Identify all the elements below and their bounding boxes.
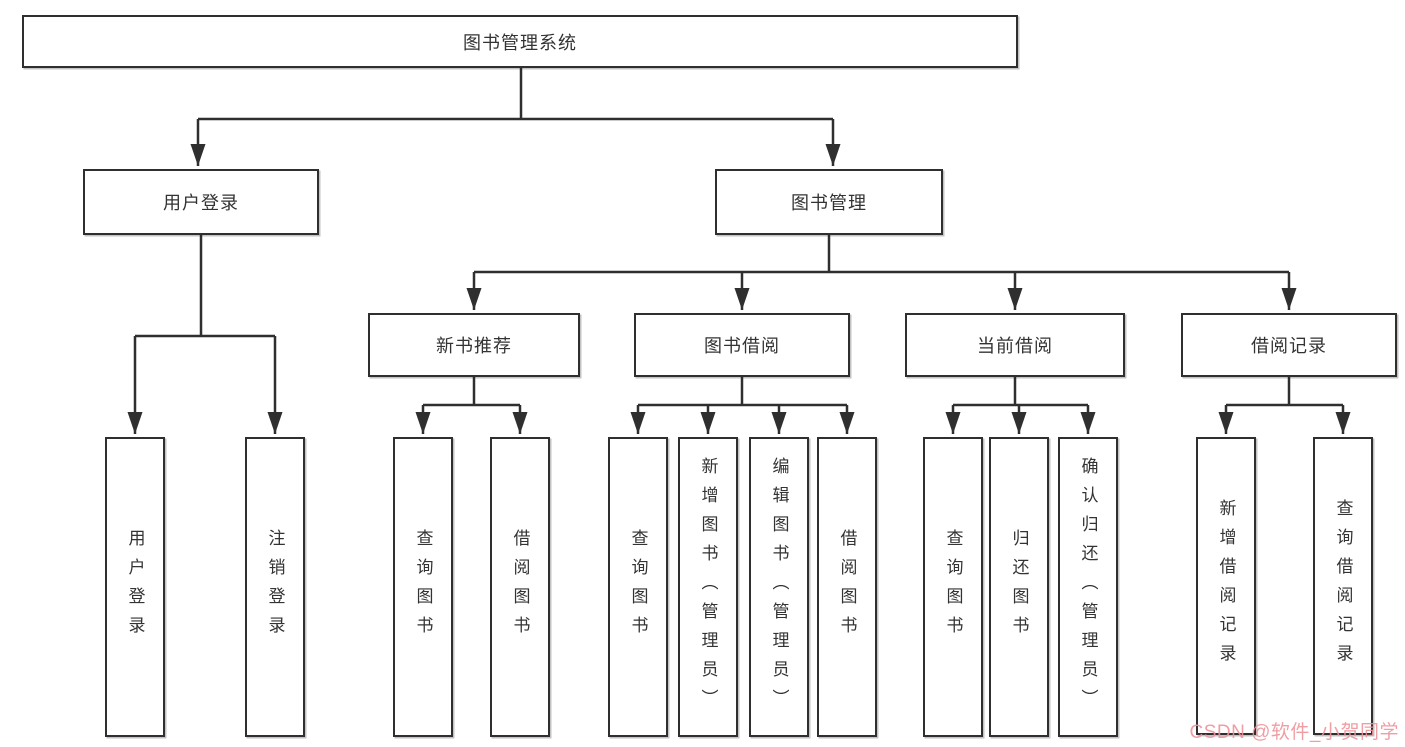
node-book-management: 图书管理 <box>715 169 943 235</box>
csdn-watermark: CSDN @软件_小贺同学 <box>1189 722 1399 743</box>
leaf-user-login: 用户登录 <box>105 437 165 737</box>
leaf-add-book-admin: 新增图书（管理员） <box>678 437 738 737</box>
leaf-query-books-recommend: 查询图书 <box>393 437 453 737</box>
node-user-login: 用户登录 <box>83 169 319 235</box>
leaf-borrow-books: 借阅图书 <box>817 437 877 737</box>
node-borrow-records: 借阅记录 <box>1181 313 1397 377</box>
leaf-query-books-borrow: 查询图书 <box>608 437 668 737</box>
node-root: 图书管理系统 <box>22 15 1018 68</box>
leaf-query-borrow-record: 查询借阅记录 <box>1313 437 1373 735</box>
leaf-return-book: 归还图书 <box>989 437 1049 737</box>
leaf-edit-book-admin: 编辑图书（管理员） <box>749 437 809 737</box>
node-current-borrow: 当前借阅 <box>905 313 1125 377</box>
node-book-borrow: 图书借阅 <box>634 313 850 377</box>
leaf-add-borrow-record: 新增借阅记录 <box>1196 437 1256 735</box>
leaf-query-books-current: 查询图书 <box>923 437 983 737</box>
node-new-book-recommend: 新书推荐 <box>368 313 580 377</box>
leaf-confirm-return-admin: 确认归还（管理员） <box>1058 437 1118 737</box>
leaf-logout-login: 注销登录 <box>245 437 305 737</box>
leaf-borrow-books-recommend: 借阅图书 <box>490 437 550 737</box>
